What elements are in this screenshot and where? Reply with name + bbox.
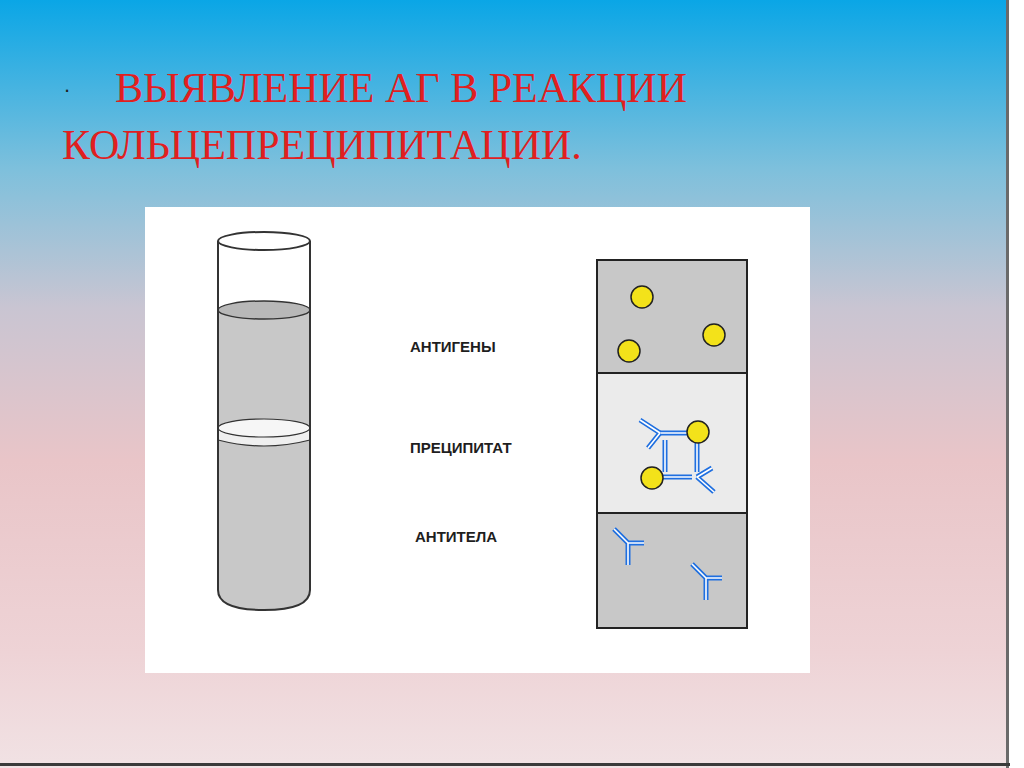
- slide-edge: [1006, 0, 1009, 768]
- slide-edge: [0, 763, 1010, 766]
- title-bullet: .: [64, 72, 70, 98]
- layer-label: ПРЕЦИПИТАТ: [410, 439, 512, 456]
- slide-title: ВЫЯВЛЕНИЕ АГ В РЕАКЦИИ КОЛЬЦЕПРЕЦИПИТАЦИ…: [62, 60, 762, 174]
- layer-label: АНТИГЕНЫ: [410, 338, 496, 355]
- layer-label: АНТИТЕЛА: [415, 528, 497, 545]
- slide-edge: [1008, 0, 1024, 768]
